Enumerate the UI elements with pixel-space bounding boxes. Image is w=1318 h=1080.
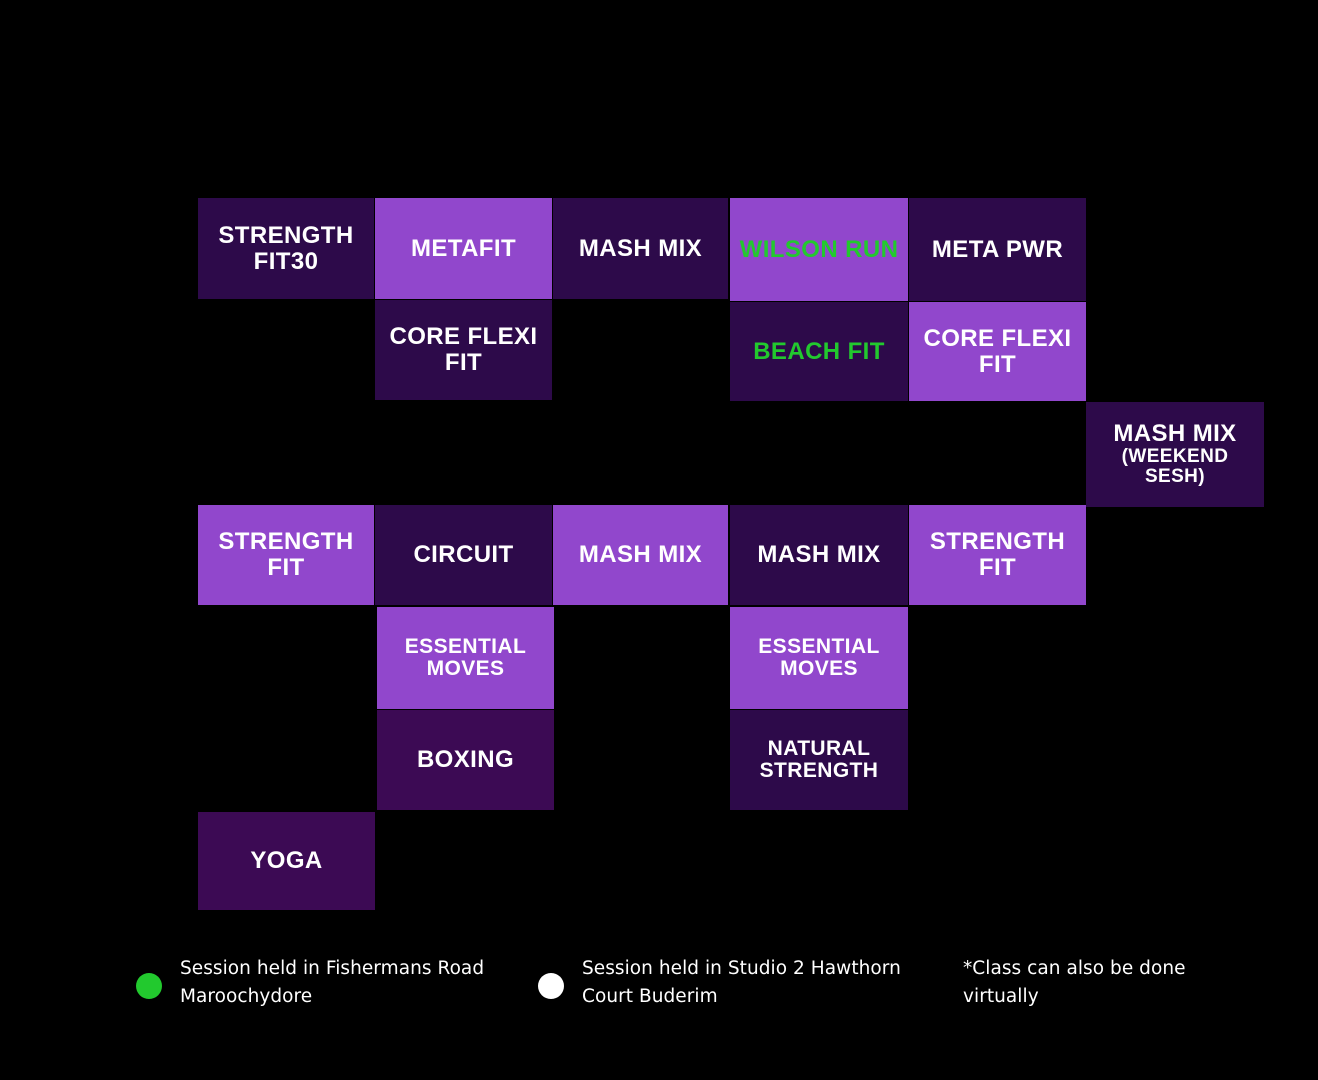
- timetable-cell-label: ESSENTIAL MOVES: [758, 634, 880, 680]
- legend-item-virtual-class: *Class can also be done virtually: [963, 955, 1293, 1011]
- timetable-cell[interactable]: MASH MIX: [553, 505, 728, 605]
- timetable-cell-label: META PWR: [931, 235, 1064, 263]
- timetable-cell-label: NATURAL STRENGTH: [759, 736, 879, 782]
- timetable-cell[interactable]: MASH MIX: [553, 198, 728, 299]
- timetable-cell-label: WILSON RUN: [739, 235, 899, 263]
- timetable-cell[interactable]: YOGA: [198, 812, 375, 910]
- timetable-cell[interactable]: MASH MIX(WEEKEND SESH): [1086, 402, 1264, 507]
- timetable-cell-label: ESSENTIAL MOVES: [404, 634, 527, 680]
- timetable-legend: Session held in Fishermans Road Maroochy…: [0, 955, 1318, 1045]
- timetable-cell-label: STRENGTH FIT30: [218, 221, 354, 275]
- timetable-cell-label: CIRCUIT: [413, 541, 514, 569]
- timetable-cell-label: STRENGTH FIT: [218, 528, 354, 581]
- timetable-cell-label: MASH MIX: [757, 541, 881, 569]
- green-dot-icon: [136, 973, 162, 999]
- timetable-cell-label: YOGA: [250, 847, 323, 875]
- timetable-cell-label: MASH MIX: [1113, 420, 1237, 448]
- timetable-cell-label: STRENGTH FIT: [929, 528, 1066, 581]
- timetable-cell-label: MASH MIX: [578, 234, 703, 262]
- timetable-cell-label: METAFIT: [411, 234, 516, 262]
- timetable-cell-sublabel: (WEEKEND SESH): [1121, 446, 1229, 488]
- white-dot-icon: [538, 973, 564, 999]
- legend-item-studio-2-buderim: Session held in Studio 2 Hawthorn Court …: [538, 955, 938, 1011]
- timetable-cell[interactable]: CORE FLEXI FIT: [909, 302, 1086, 401]
- legend-label-fishermans-road: Session held in Fishermans Road Maroochy…: [180, 958, 485, 1007]
- timetable-cell[interactable]: META PWR: [909, 198, 1086, 301]
- timetable-cell[interactable]: MASH MIX: [730, 505, 908, 605]
- timetable-cell[interactable]: ESSENTIAL MOVES: [377, 607, 554, 709]
- legend-item-fishermans-road: Session held in Fishermans Road Maroochy…: [136, 955, 516, 1011]
- timetable-cell[interactable]: BEACH FIT: [730, 302, 908, 401]
- timetable-cell[interactable]: STRENGTH FIT: [909, 505, 1086, 605]
- timetable-cell-label: BEACH FIT: [753, 337, 885, 365]
- timetable-cell[interactable]: STRENGTH FIT: [198, 505, 374, 605]
- timetable-cell[interactable]: STRENGTH FIT30: [198, 198, 374, 299]
- timetable-cell[interactable]: CORE FLEXI FIT: [375, 300, 552, 400]
- timetable-cell[interactable]: NATURAL STRENGTH: [730, 710, 908, 810]
- legend-label-studio-2-buderim: Session held in Studio 2 Hawthorn Court …: [582, 958, 901, 1007]
- timetable-cell-label: CORE FLEXI FIT: [923, 324, 1072, 378]
- timetable-cell[interactable]: BOXING: [377, 710, 554, 810]
- timetable-cell-label: BOXING: [416, 746, 515, 774]
- timetable-cell[interactable]: ESSENTIAL MOVES: [730, 607, 908, 709]
- timetable-cell[interactable]: METAFIT: [375, 198, 552, 299]
- timetable-cell[interactable]: WILSON RUN: [730, 198, 908, 301]
- timetable-cell[interactable]: CIRCUIT: [375, 505, 552, 605]
- timetable-cell-label: MASH MIX: [578, 541, 703, 569]
- timetable-cell-label: CORE FLEXI FIT: [389, 323, 538, 376]
- legend-label-virtual-class: *Class can also be done virtually: [963, 958, 1186, 1007]
